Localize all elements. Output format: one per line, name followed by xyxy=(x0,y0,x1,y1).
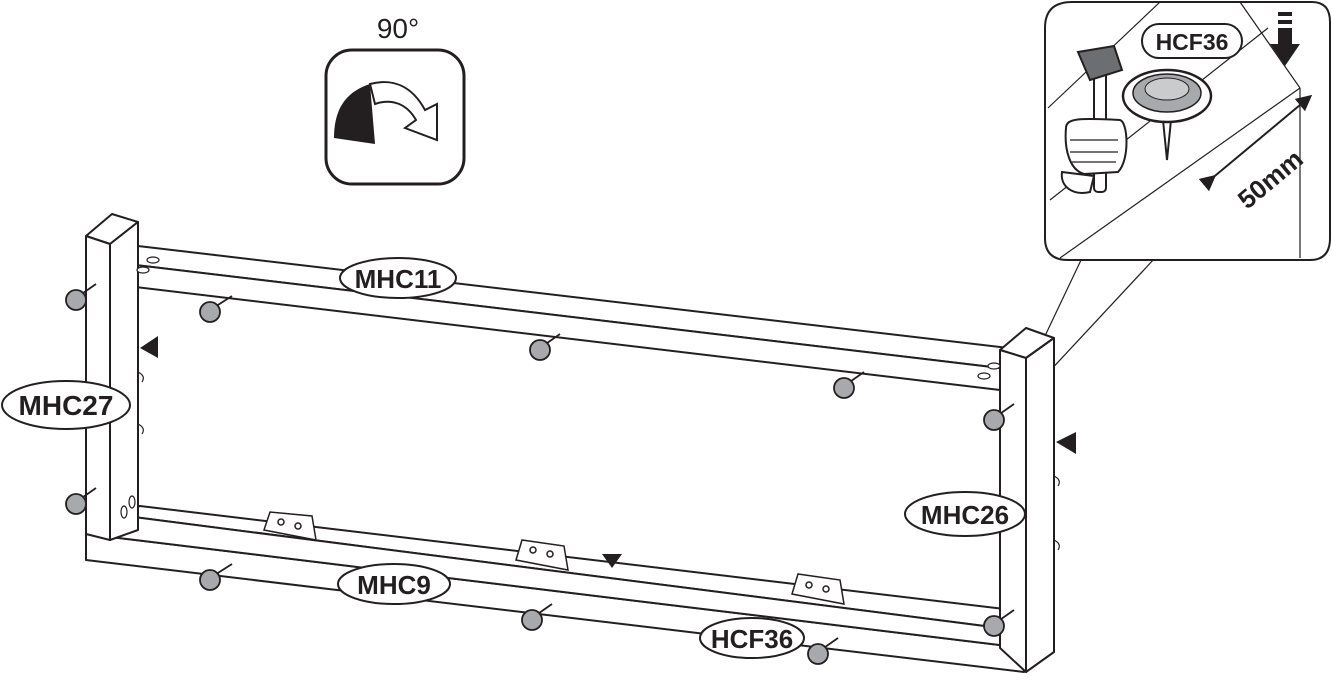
left-post-side xyxy=(109,221,139,541)
dimension-line xyxy=(1198,94,1313,192)
right-marker xyxy=(1056,432,1076,454)
glide xyxy=(65,487,97,515)
label-top-rail: MHC11 xyxy=(355,264,442,294)
glide-nail-icon xyxy=(1121,68,1213,161)
glide xyxy=(983,609,1015,637)
corner-bracket xyxy=(515,539,569,571)
glide xyxy=(807,637,839,665)
detail-part-badge xyxy=(1141,23,1243,59)
bottom-rail-inner-face xyxy=(85,513,1025,649)
top-rail-top-face xyxy=(109,245,1027,369)
rotation-angle-label: 90° xyxy=(377,13,419,44)
label-right-post: MHC26 xyxy=(921,500,1009,530)
glide xyxy=(983,403,1015,431)
rotate-band-dark xyxy=(334,84,375,144)
glide xyxy=(199,295,233,323)
label-left-post: MHC27 xyxy=(19,390,114,421)
corner-bracket xyxy=(791,573,845,605)
down-marker xyxy=(602,554,622,568)
label-badge-left-post xyxy=(1,380,131,430)
hammer-icon xyxy=(1060,44,1128,194)
glide xyxy=(65,283,97,311)
part-labels: MHC11 MHC27 MHC26 MHC9 HCF36 xyxy=(1,257,1026,659)
detail-callout: HCF36 50mm xyxy=(1005,0,1331,419)
detail-part-label: HCF36 xyxy=(1156,29,1229,55)
rotate-clockwise-icon xyxy=(324,48,466,186)
label-badge-top-rail xyxy=(339,257,457,299)
down-arrow-icon xyxy=(1270,12,1300,66)
label-badge-glide xyxy=(699,617,805,659)
direction-markers xyxy=(140,336,1076,568)
top-rail-front-face xyxy=(109,261,1001,391)
detail-edge-4 xyxy=(1239,1,1301,89)
glide xyxy=(529,333,561,361)
label-bottom-rail: MHC9 xyxy=(357,570,431,600)
label-badge-bottom-rail xyxy=(337,563,451,605)
corner-bracket xyxy=(263,511,317,541)
side-pegs xyxy=(137,371,1060,551)
glides xyxy=(65,283,1015,665)
glide xyxy=(833,371,865,399)
left-marker xyxy=(140,336,158,358)
label-badge-right-post xyxy=(904,491,1026,537)
glide xyxy=(199,563,233,591)
label-glide: HCF36 xyxy=(711,624,793,654)
rotation-indicator: 90° xyxy=(324,13,466,186)
right-post-side xyxy=(1025,337,1055,673)
screw-holes xyxy=(120,256,1001,519)
frame-assembly xyxy=(85,213,1055,673)
rotate-band-light xyxy=(368,81,438,142)
corner-brackets xyxy=(263,511,845,605)
glide xyxy=(521,603,553,631)
